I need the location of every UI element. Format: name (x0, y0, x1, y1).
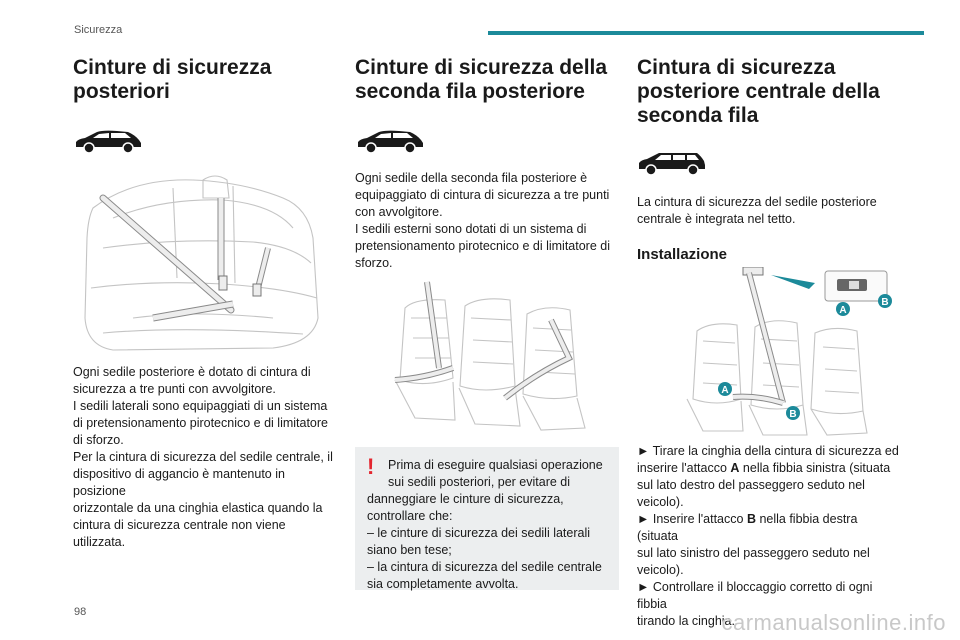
svg-text:B: B (789, 409, 796, 420)
section-label: Sicurezza (74, 24, 123, 36)
car-suv-icon (358, 130, 423, 154)
car-mpv-icon (639, 153, 705, 176)
step-3: ► Controllare il bloccaggio corretto di … (637, 580, 873, 611)
car-suv-icon (76, 130, 141, 154)
second-row-seats-illustration (394, 281, 586, 431)
step-2: ► Inserire l'attacco B nella fibbia dest… (637, 512, 858, 543)
installation-steps: ► Tirare la cinghia della cintura di sic… (637, 443, 901, 630)
svg-text:A: A (839, 305, 846, 316)
center-belt-installation-illustration: A B A B (686, 267, 892, 436)
warning-icon: ! (367, 454, 375, 479)
callout-a-buckle: A (718, 382, 732, 396)
rear-belts-text: Ogni sedile posteriore è dotato di cintu… (73, 365, 333, 549)
callout-a-top: A (836, 302, 850, 316)
rear-seat-belts-illustration (84, 175, 319, 351)
callout-b-top: B (878, 294, 892, 308)
center-belt-intro: La cintura di sicurezza del sedile poste… (637, 195, 877, 226)
svg-text:A: A (721, 385, 728, 396)
callout-b-buckle: B (786, 406, 800, 420)
step-1: ► Tirare la cinghia della cintura di sic… (637, 444, 899, 458)
svg-text:B: B (881, 297, 888, 308)
header-rule (488, 31, 924, 35)
page-number: 98 (74, 606, 87, 618)
watermark: carmanualsonline.info (721, 610, 946, 635)
second-row-text: Ogni sedile della seconda fila posterior… (355, 171, 610, 270)
subtitle-installation: Installazione (637, 246, 728, 263)
warning-box: ! Prima di eseguire qualsiasi operazione… (355, 447, 619, 591)
